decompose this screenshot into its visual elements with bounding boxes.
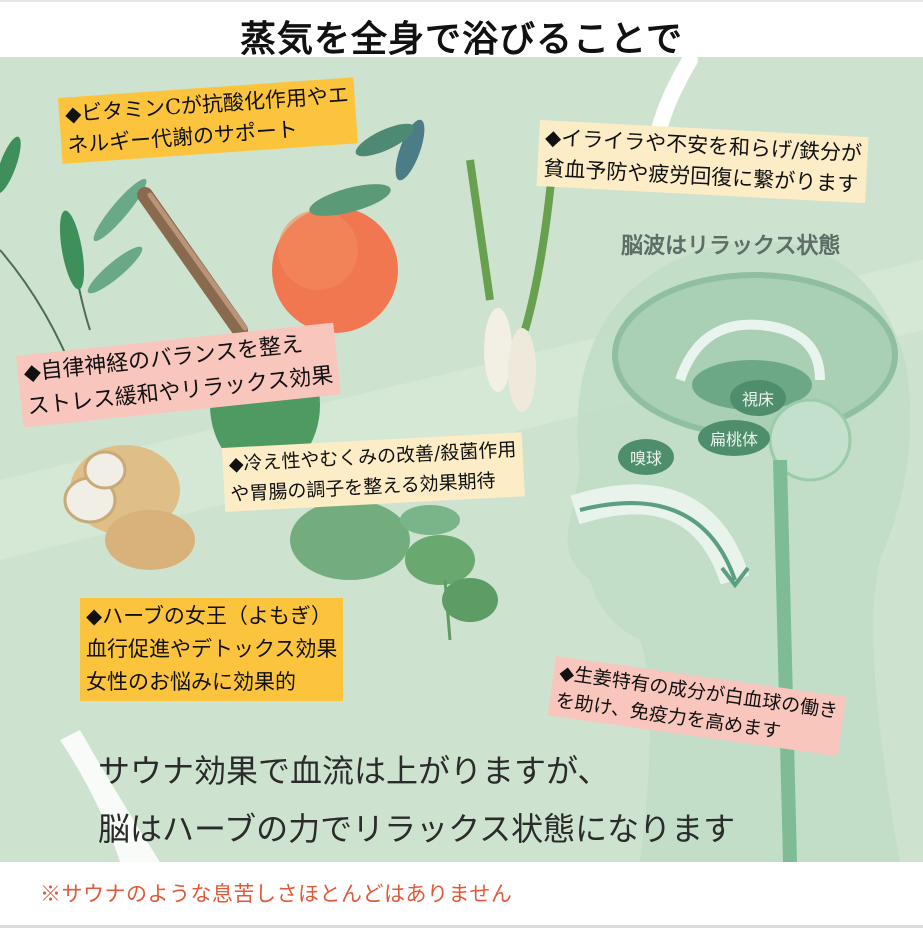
main-message-line: サウナ効果で血流は上がりますが、: [98, 752, 610, 790]
amygdala-label: 扁桃体: [698, 420, 771, 456]
page-title: 蒸気を全身で浴びることで: [240, 18, 683, 60]
note-yomogi: ◆ハーブの女王（よもぎ） 血行促進やデトックス効果 女性のお悩みに効果的: [80, 598, 344, 701]
thalamus-label: 視床: [730, 380, 787, 416]
olfactory-bulb-label: 嗅球: [618, 439, 675, 475]
main-message-line: 脳はハーブの力でリラックス状態になります: [98, 810, 736, 848]
cinnamon-stick-icon: [137, 187, 248, 338]
footer: ※サウナのような息苦しさほとんどはありません: [0, 862, 923, 928]
orange-icon: [272, 119, 425, 333]
airflow-arrow-icon: [720, 566, 750, 589]
footer-note: ※サウナのような息苦しさほとんどはありません: [40, 882, 513, 906]
title-bar: 蒸気を全身で浴びることで: [0, 0, 923, 60]
note-line: 血行促進やデトックス効果: [86, 637, 338, 661]
brainwave-caption: 脳波はリラックス状態: [621, 234, 841, 259]
note-line: 女性のお悩みに効果的: [86, 670, 296, 694]
ginger-icon: [63, 445, 195, 570]
willow-branch-icon: [0, 136, 147, 421]
note-line: ◆ハーブの女王（よもぎ）: [86, 604, 332, 628]
main-message: サウナ効果で血流は上がりますが、 脳はハーブの力でリラックス状態になります: [98, 742, 735, 858]
